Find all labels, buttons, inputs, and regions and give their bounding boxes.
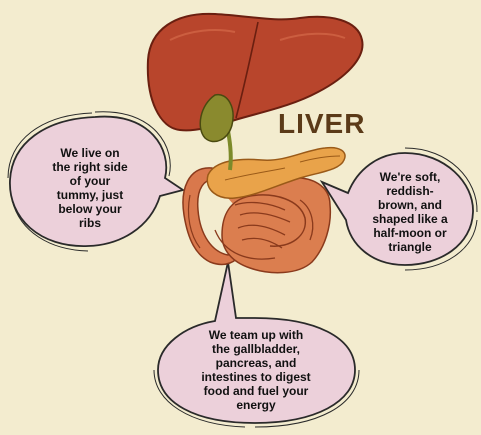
bottom-bubble-line: energy: [168, 398, 344, 412]
left-bubble-line: the right side: [24, 160, 156, 174]
bottom-bubble-text: We team up with the gallbladder, pancrea…: [168, 328, 344, 412]
left-bubble-line: below your: [24, 202, 156, 216]
right-bubble-line: triangle: [350, 240, 470, 254]
right-bubble-line: shaped like a: [350, 212, 470, 226]
bottom-bubble-line: food and fuel your: [168, 384, 344, 398]
left-bubble-line: of your: [24, 174, 156, 188]
right-bubble-line: brown, and: [350, 198, 470, 212]
right-bubble-line: We're soft,: [350, 170, 470, 184]
diagram-title: LIVER: [278, 108, 365, 140]
bottom-bubble-line: pancreas, and: [168, 356, 344, 370]
left-bubble-line: ribs: [24, 216, 156, 230]
right-bubble-text: We're soft, reddish- brown, and shaped l…: [350, 170, 470, 254]
right-bubble-line: reddish-: [350, 184, 470, 198]
left-bubble-line: tummy, just: [24, 188, 156, 202]
bottom-bubble-line: intestines to digest: [168, 370, 344, 384]
bottom-bubble-line: We team up with: [168, 328, 344, 342]
bottom-bubble-line: the gallbladder,: [168, 342, 344, 356]
left-bubble-text: We live on the right side of your tummy,…: [24, 146, 156, 230]
right-bubble-line: half-moon or: [350, 226, 470, 240]
left-bubble-line: We live on: [24, 146, 156, 160]
